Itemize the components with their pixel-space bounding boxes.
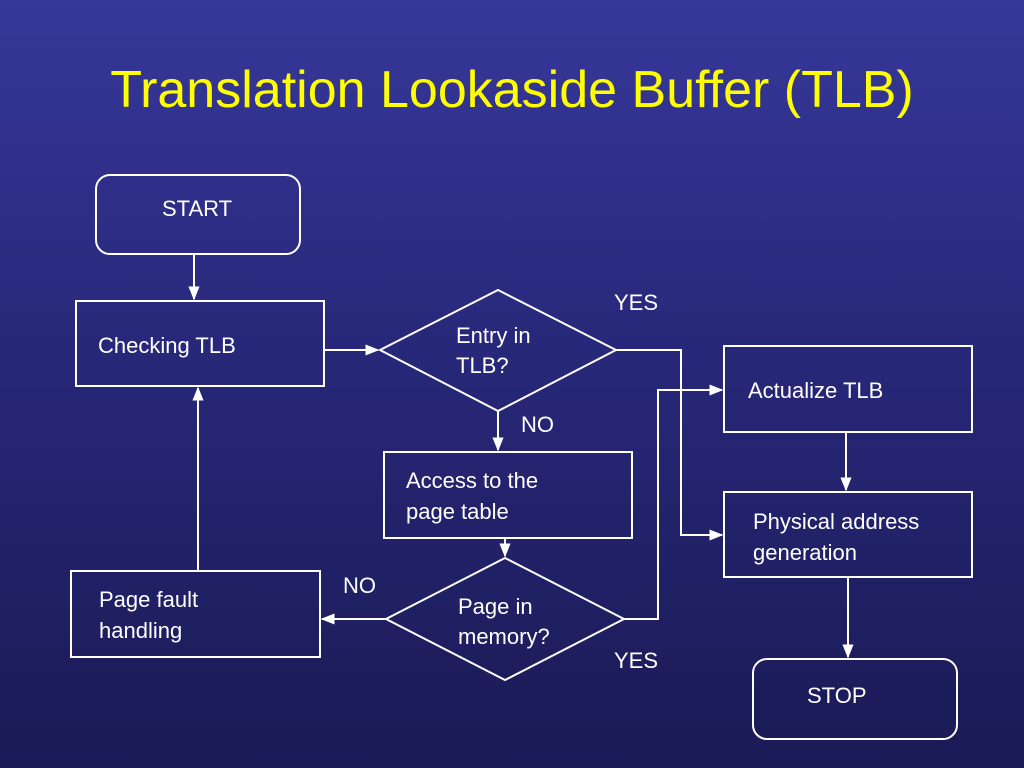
page-in-memory-label-1: Page in	[458, 594, 533, 619]
start-label: START	[162, 196, 232, 221]
entry-in-tlb-label-1: Entry in	[456, 323, 531, 348]
physical-address-label-2: generation	[753, 540, 857, 565]
page-fault-handling-label-1: Page fault	[99, 587, 198, 612]
access-page-table-node	[383, 451, 633, 539]
page-in-memory-decision	[383, 556, 627, 682]
actualize-tlb-node	[723, 345, 973, 433]
memory-yes-label: YES	[614, 648, 658, 673]
entry-in-tlb-label-2: TLB?	[456, 353, 509, 378]
access-page-table-label-1: Access to the	[406, 468, 538, 493]
physical-address-label-1: Physical address	[753, 509, 919, 534]
start-node	[95, 174, 301, 255]
entry-yes-label: YES	[614, 290, 658, 315]
edge-memory-yes-to-actualize	[624, 384, 724, 620]
page-in-memory-label-2: memory?	[458, 624, 550, 649]
edge-entry-yes-to-physical	[616, 349, 724, 541]
page-fault-handling-label-2: handling	[99, 618, 182, 643]
stop-node	[752, 658, 958, 740]
memory-no-label: NO	[343, 573, 376, 598]
stop-label: STOP	[807, 683, 867, 708]
actualize-tlb-label: Actualize TLB	[748, 378, 883, 403]
slide-title: Translation Lookaside Buffer (TLB)	[110, 61, 914, 119]
access-page-table-label-2: page table	[406, 499, 509, 524]
entry-no-label: NO	[521, 412, 554, 437]
checking-tlb-node	[75, 300, 325, 387]
checking-tlb-label: Checking TLB	[98, 333, 236, 358]
entry-in-tlb-decision	[377, 288, 619, 413]
page-fault-handling-node	[70, 570, 321, 658]
